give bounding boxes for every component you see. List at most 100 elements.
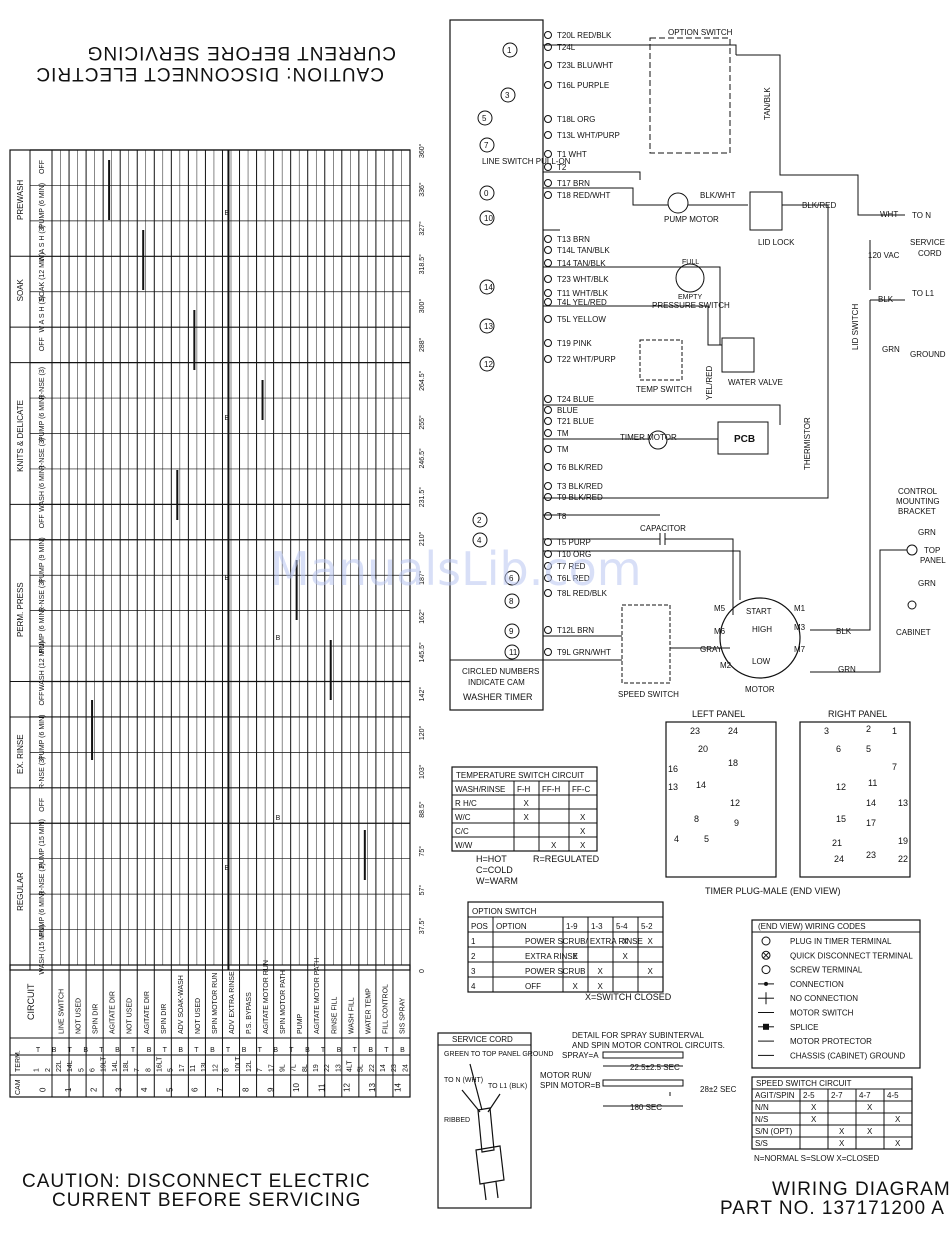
cam-number: 13 (368, 1083, 377, 1092)
service-cord-box (437, 1032, 532, 1209)
cycle-step-label: R-NSE (3) (39, 863, 46, 895)
svg-text:THERMISTOR: THERMISTOR (803, 417, 812, 470)
plug-in-terminal (544, 191, 552, 199)
cam-number: 4 (140, 1087, 149, 1092)
svg-text:CONTROL: CONTROL (898, 487, 938, 496)
motor-run-label-1: MOTOR RUN/ (540, 1071, 592, 1080)
temp-switch-cell: W/C (455, 813, 471, 822)
term-label: TERM. (15, 1050, 22, 1072)
svg-text:PUMP MOTOR: PUMP MOTOR (664, 215, 719, 224)
diagram-title: WIRING DIAGRAM (772, 1179, 950, 1200)
svg-text:CAUTION: DISCONNECT ELECTRIC: CAUTION: DISCONNECT ELECTRIC (35, 63, 384, 84)
motor-terminal-label: M1 (794, 604, 806, 613)
terminal-side-label: T (163, 1047, 168, 1054)
svg-text:SERVICE: SERVICE (910, 238, 945, 247)
option-switch-header: 1-9 (566, 922, 578, 931)
circuit-label: NOT USED (195, 998, 202, 1034)
wiring-code-label: MOTOR PROTECTOR (790, 1037, 872, 1046)
spin-marker: B (276, 815, 281, 822)
degree-label: 255° (418, 415, 426, 430)
cam-indicator-number: 6 (509, 574, 514, 583)
svg-text:PCB: PCB (734, 434, 755, 445)
terminal-side-label: B (178, 1047, 183, 1054)
svg-text:TO N: TO N (912, 211, 931, 220)
circuit-label: AGITATE DIR (110, 991, 117, 1034)
plug-in-terminal (544, 574, 552, 582)
spin-marker: B (224, 575, 229, 582)
cycle-step-label: PUMP (6 MIN) (39, 396, 46, 441)
terminal-label: 7 (257, 1068, 264, 1072)
terminal-side-label: B (210, 1047, 215, 1054)
motor-terminal-label: M2 (720, 661, 732, 670)
degree-label: 336° (418, 182, 426, 197)
degree-label: 103° (418, 764, 426, 779)
speed-switch-header: 2-5 (803, 1091, 815, 1100)
timer-terminal-label: T5 PURP (557, 538, 591, 547)
terminal-label: 22 (369, 1064, 376, 1072)
speed-switch-header: AGIT/SPIN (755, 1091, 795, 1100)
cycle-step-label: W A S H (3) (39, 225, 46, 262)
cam-number: 7 (216, 1087, 225, 1092)
cycle-step-label: OFF (39, 337, 46, 351)
wiring-code-label: MOTOR SWITCH (790, 1009, 854, 1018)
option-switch-cell: 3 (471, 967, 476, 976)
timer-terminal-label: T10 ORG (557, 550, 591, 559)
plug-in-terminal (544, 115, 552, 123)
left-panel-box (665, 721, 777, 878)
circuit-label: SPIN DIR (93, 1004, 100, 1034)
speed-switch-cell: X (839, 1139, 845, 1148)
plug-in-terminal (544, 246, 552, 254)
cycle-step-label: R-NSE (3) (39, 438, 46, 470)
terminal-label: 19LT (101, 1056, 108, 1072)
degree-label: 318.5° (418, 254, 426, 275)
spray-detail-title-1: DETAIL FOR SPRAY SUBINTERVAL (572, 1031, 704, 1040)
option-switch-cell: X (648, 967, 654, 976)
plug-pin-number: 23 (690, 726, 700, 736)
terminal-side-label: T (131, 1047, 136, 1054)
pcb-box (717, 421, 769, 455)
plug-in-terminal (544, 43, 552, 51)
plug-pin-number: 8 (694, 814, 699, 824)
plug-in-terminal (544, 493, 552, 501)
option-switch-cell: X (573, 982, 579, 991)
plug-in-terminal (544, 150, 552, 158)
cam-indicator-number: 12 (484, 360, 493, 369)
cam-number: 14 (393, 1083, 402, 1092)
spray-label: SPRAY=A (562, 1051, 599, 1060)
terminal-side-label: B (52, 1047, 57, 1054)
circuit-label: SPIN MOTOR RUN (212, 973, 219, 1034)
plug-in-terminal (544, 275, 552, 283)
plug-pin-number: 22 (898, 854, 908, 864)
plug-in-terminal (544, 259, 552, 267)
no-connection-icon (758, 992, 774, 1005)
cycle-step-label: W A S H (3) (39, 296, 46, 333)
terminal-label: 13L (201, 1060, 208, 1072)
temp-switch-header: WASH/RINSE (455, 785, 505, 794)
plug-in-terminal (544, 417, 552, 425)
cycle-group-label: PREWASH (16, 180, 25, 220)
cam-indicator-number: 7 (484, 141, 489, 150)
water-valve-box (721, 337, 755, 373)
option-switch-header: 5-2 (641, 922, 653, 931)
terminal-label: 16LT (157, 1056, 164, 1072)
svg-text:GRAY: GRAY (700, 645, 723, 654)
timer-terminal-label: T8 (557, 512, 567, 521)
wiring-codes-title: (END VIEW) WIRING CODES (758, 922, 866, 931)
circuit-label: AGITATE DIR (144, 991, 151, 1034)
plug-pin-number: 14 (866, 798, 876, 808)
terminal-label: 14 (380, 1064, 387, 1072)
plug-pin-number: 9 (734, 818, 739, 828)
option-switch-label: OPTION SWITCH (668, 28, 733, 37)
plug-pin-number: 7 (892, 762, 897, 772)
timer-terminal-label: T12L BRN (557, 626, 594, 635)
cycle-step-label: R-NSE (3) (39, 367, 46, 399)
degree-label: 142° (418, 687, 426, 702)
plug-pin-number: 17 (866, 818, 876, 828)
plug-pin-number: 13 (898, 798, 908, 808)
timer-terminal-label: T4L YEL/RED (557, 298, 607, 307)
svg-text:120 VAC: 120 VAC (868, 251, 900, 260)
motor-terminal-label: M5 (714, 604, 726, 613)
circuit-label: PUMP (297, 1013, 304, 1034)
speed-switch-header: 2-7 (831, 1091, 843, 1100)
temp-switch-cell: X (524, 799, 530, 808)
